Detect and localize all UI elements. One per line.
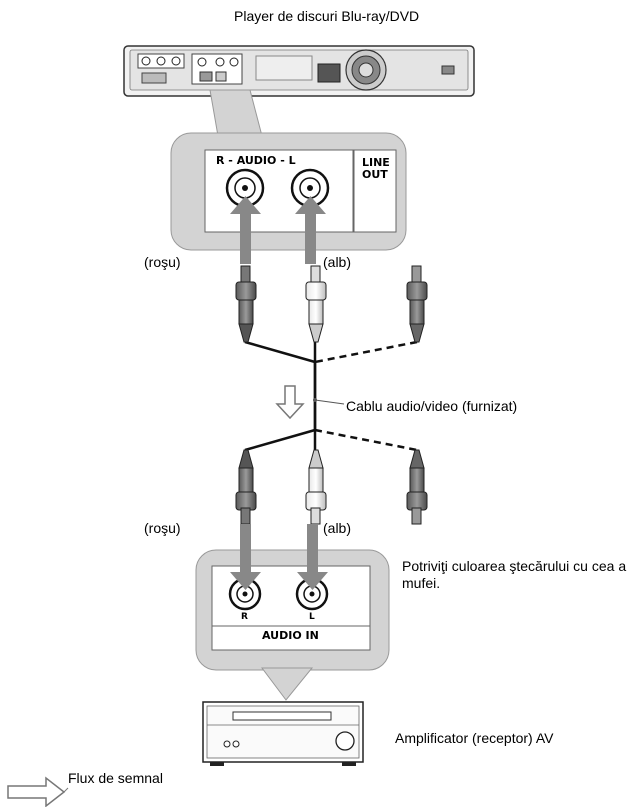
cable-leader-dot bbox=[313, 398, 317, 402]
arrow-red-to-audio-in bbox=[230, 524, 261, 590]
line-out-callout bbox=[170, 89, 407, 251]
arrow-white-to-line-out bbox=[295, 196, 326, 264]
out-label: OUT bbox=[362, 168, 388, 181]
plug-white-top bbox=[305, 265, 327, 343]
bluray-player-device bbox=[123, 45, 475, 97]
plug-video-top bbox=[406, 265, 428, 343]
cable-label: Cablu audio/video (furnizat) bbox=[346, 398, 518, 414]
arrow-white-to-audio-in bbox=[297, 524, 328, 590]
arrow-red-to-line-out bbox=[230, 196, 261, 264]
plug-white-bottom bbox=[305, 449, 327, 525]
audio-in-callout bbox=[195, 549, 390, 701]
white-plug-label-bottom: (alb) bbox=[323, 520, 352, 536]
plug-red-top bbox=[235, 265, 257, 343]
plug-red-bottom bbox=[235, 449, 257, 525]
line-label: LINE bbox=[362, 156, 390, 169]
av-amplifier-device bbox=[202, 701, 364, 766]
color-match-note: Potriviţi culoarea ştecărului cu cea a m… bbox=[402, 558, 627, 591]
plug-video-bottom bbox=[406, 449, 428, 525]
white-plug-label-top: (alb) bbox=[323, 254, 352, 270]
l-jack-label: L bbox=[309, 612, 315, 622]
signal-flow-arrow-down bbox=[275, 385, 305, 420]
red-plug-label-bottom: (roşu) bbox=[144, 520, 181, 536]
legend-label: Flux de semnal bbox=[68, 770, 163, 786]
red-plug-label-top: (roşu) bbox=[144, 254, 181, 270]
audio-video-cable bbox=[244, 340, 418, 452]
audio-rl-label: R - AUDIO - L bbox=[216, 154, 296, 167]
amplifier-label: Amplificator (receptor) AV bbox=[395, 730, 554, 746]
audio-in-label: AUDIO IN bbox=[262, 629, 319, 642]
cable-leader-line bbox=[314, 399, 345, 405]
legend-signal-arrow bbox=[7, 776, 69, 807]
r-jack-label: R bbox=[241, 612, 248, 622]
player-label: Player de discuri Blu-ray/DVD bbox=[234, 8, 420, 24]
